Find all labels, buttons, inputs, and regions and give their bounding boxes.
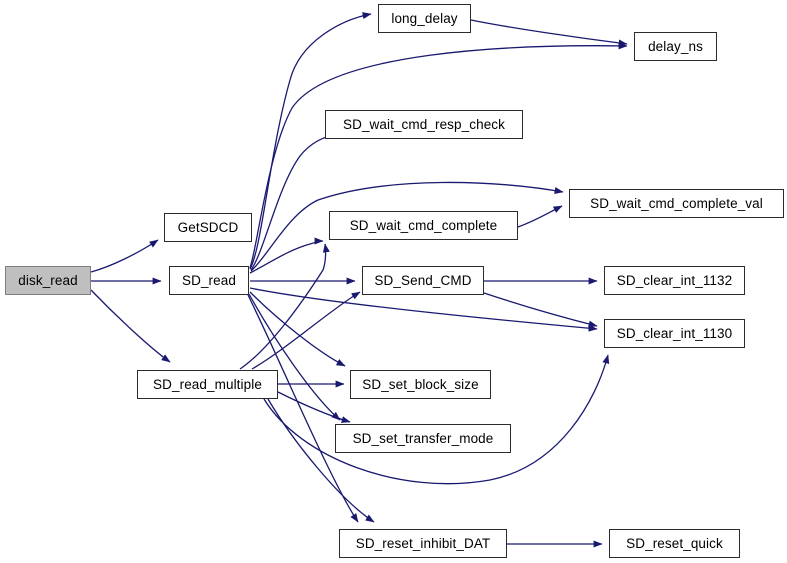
node-label-SD_clear_int_1132: SD_clear_int_1132 — [616, 272, 733, 288]
node-label-SD_reset_quick: SD_reset_quick — [626, 535, 723, 551]
node-SD_clear_int_1130[interactable]: SD_clear_int_1130 — [604, 319, 745, 348]
call-edge-SD_read-to-SD_wait_cmd_resp_check — [250, 131, 340, 271]
call-edge-SD_read-to-SD_reset_inhibit_DAT — [247, 294, 359, 523]
node-SD_read_multiple[interactable]: SD_read_multiple — [137, 370, 278, 399]
call-edge-SD_read_multiple-to-SD_Send_CMD — [251, 291, 361, 370]
node-SD_wait_cmd_complete_val[interactable]: SD_wait_cmd_complete_val — [569, 189, 784, 218]
node-label-SD_read: SD_read — [182, 272, 236, 288]
node-label-SD_reset_inhibit_DAT: SD_reset_inhibit_DAT — [355, 535, 491, 551]
call-edge-SD_read_multiple-to-SD_wait_cmd_complete — [239, 243, 330, 370]
node-SD_wait_cmd_resp_check[interactable]: SD_wait_cmd_resp_check — [325, 110, 523, 139]
call-edge-SD_read_multiple-to-SD_reset_inhibit_DAT — [267, 398, 375, 523]
call-edge-disk_read-to-GetSDCD — [90, 239, 159, 273]
node-SD_set_block_size[interactable]: SD_set_block_size — [350, 370, 491, 399]
node-label-SD_wait_cmd_resp_check: SD_wait_cmd_resp_check — [342, 116, 506, 132]
node-SD_reset_inhibit_DAT[interactable]: SD_reset_inhibit_DAT — [339, 529, 507, 558]
call-edge-SD_read-to-SD_set_transfer_mode — [248, 293, 341, 421]
node-SD_set_transfer_mode[interactable]: SD_set_transfer_mode — [335, 424, 511, 453]
node-disk_read[interactable]: disk_read — [5, 266, 91, 295]
node-label-delay_ns: delay_ns — [648, 38, 703, 54]
call-edge-disk_read-to-SD_read_multiple — [90, 289, 171, 363]
node-label-SD_wait_cmd_complete_val: SD_wait_cmd_complete_val — [590, 195, 763, 211]
node-label-GetSDCD: GetSDCD — [177, 219, 239, 235]
node-label-SD_wait_cmd_complete: SD_wait_cmd_complete — [349, 217, 498, 233]
node-label-SD_read_multiple: SD_read_multiple — [153, 376, 262, 392]
call-edge-SD_read_multiple-to-SD_set_transfer_mode — [277, 391, 351, 423]
node-GetSDCD[interactable]: GetSDCD — [164, 213, 252, 242]
node-label-SD_Send_CMD: SD_Send_CMD — [374, 272, 472, 288]
call-edge-SD_read-to-SD_set_block_size — [249, 291, 346, 367]
node-SD_Send_CMD[interactable]: SD_Send_CMD — [362, 266, 484, 295]
node-delay_ns[interactable]: delay_ns — [634, 32, 717, 61]
node-label-SD_set_transfer_mode: SD_set_transfer_mode — [352, 430, 494, 446]
call-edge-SD_Send_CMD-to-SD_clear_int_1130 — [483, 292, 598, 328]
node-label-SD_set_block_size: SD_set_block_size — [362, 376, 479, 392]
node-SD_read[interactable]: SD_read — [169, 266, 249, 295]
node-SD_wait_cmd_complete[interactable]: SD_wait_cmd_complete — [329, 211, 518, 240]
call-edge-long_delay-to-delay_ns — [470, 19, 628, 47]
node-label-long_delay: long_delay — [391, 10, 458, 26]
node-SD_reset_quick[interactable]: SD_reset_quick — [609, 529, 740, 558]
call-edge-SD_read-to-SD_wait_cmd_complete — [249, 237, 324, 274]
node-long_delay[interactable]: long_delay — [378, 4, 471, 33]
call-edge-SD_wait_cmd_complete-to-SD_wait_cmd_complete_val — [517, 205, 563, 228]
node-label-SD_clear_int_1130: SD_clear_int_1130 — [616, 325, 733, 341]
node-label-disk_read: disk_read — [18, 272, 78, 288]
node-SD_clear_int_1132[interactable]: SD_clear_int_1132 — [604, 266, 745, 295]
